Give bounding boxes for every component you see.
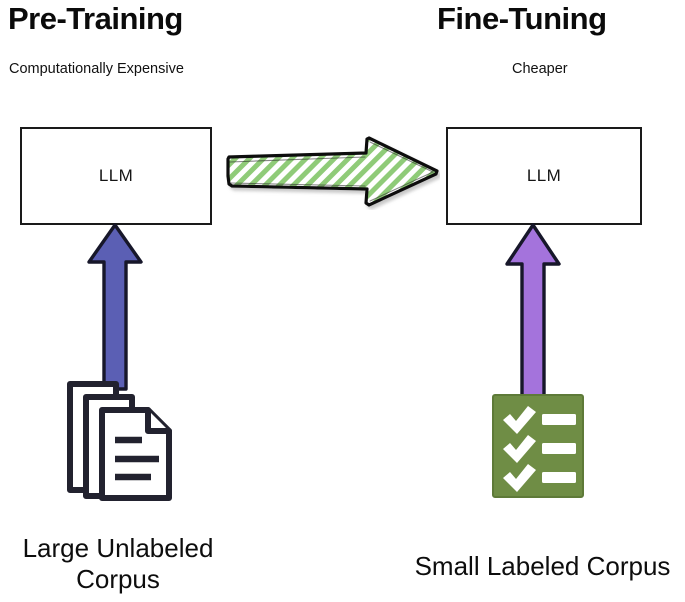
green-hatched-right-arrow-icon (226, 136, 439, 207)
caption-small-labeled-corpus: Small Labeled Corpus (414, 551, 671, 581)
purple-up-arrow-icon (505, 223, 561, 401)
heading-pre-training: Pre-Training (8, 1, 183, 36)
green-checklist-icon (492, 394, 584, 498)
heading-fine-tuning: Fine-Tuning (437, 1, 607, 36)
llm-box-left-label: LLM (98, 166, 134, 185)
subheading-cheaper: Cheaper (512, 61, 568, 77)
caption-large-unlabeled-corpus: Large Unlabeled Corpus (22, 533, 214, 594)
blue-purple-up-arrow-icon (87, 223, 143, 391)
llm-box-right-label: LLM (526, 166, 562, 185)
subheading-computationally-expensive: Computationally Expensive (9, 61, 184, 77)
llm-box-pre-training: LLM (20, 127, 212, 225)
llm-box-fine-tuning: LLM (446, 127, 642, 225)
document-stack-icon (67, 381, 172, 501)
